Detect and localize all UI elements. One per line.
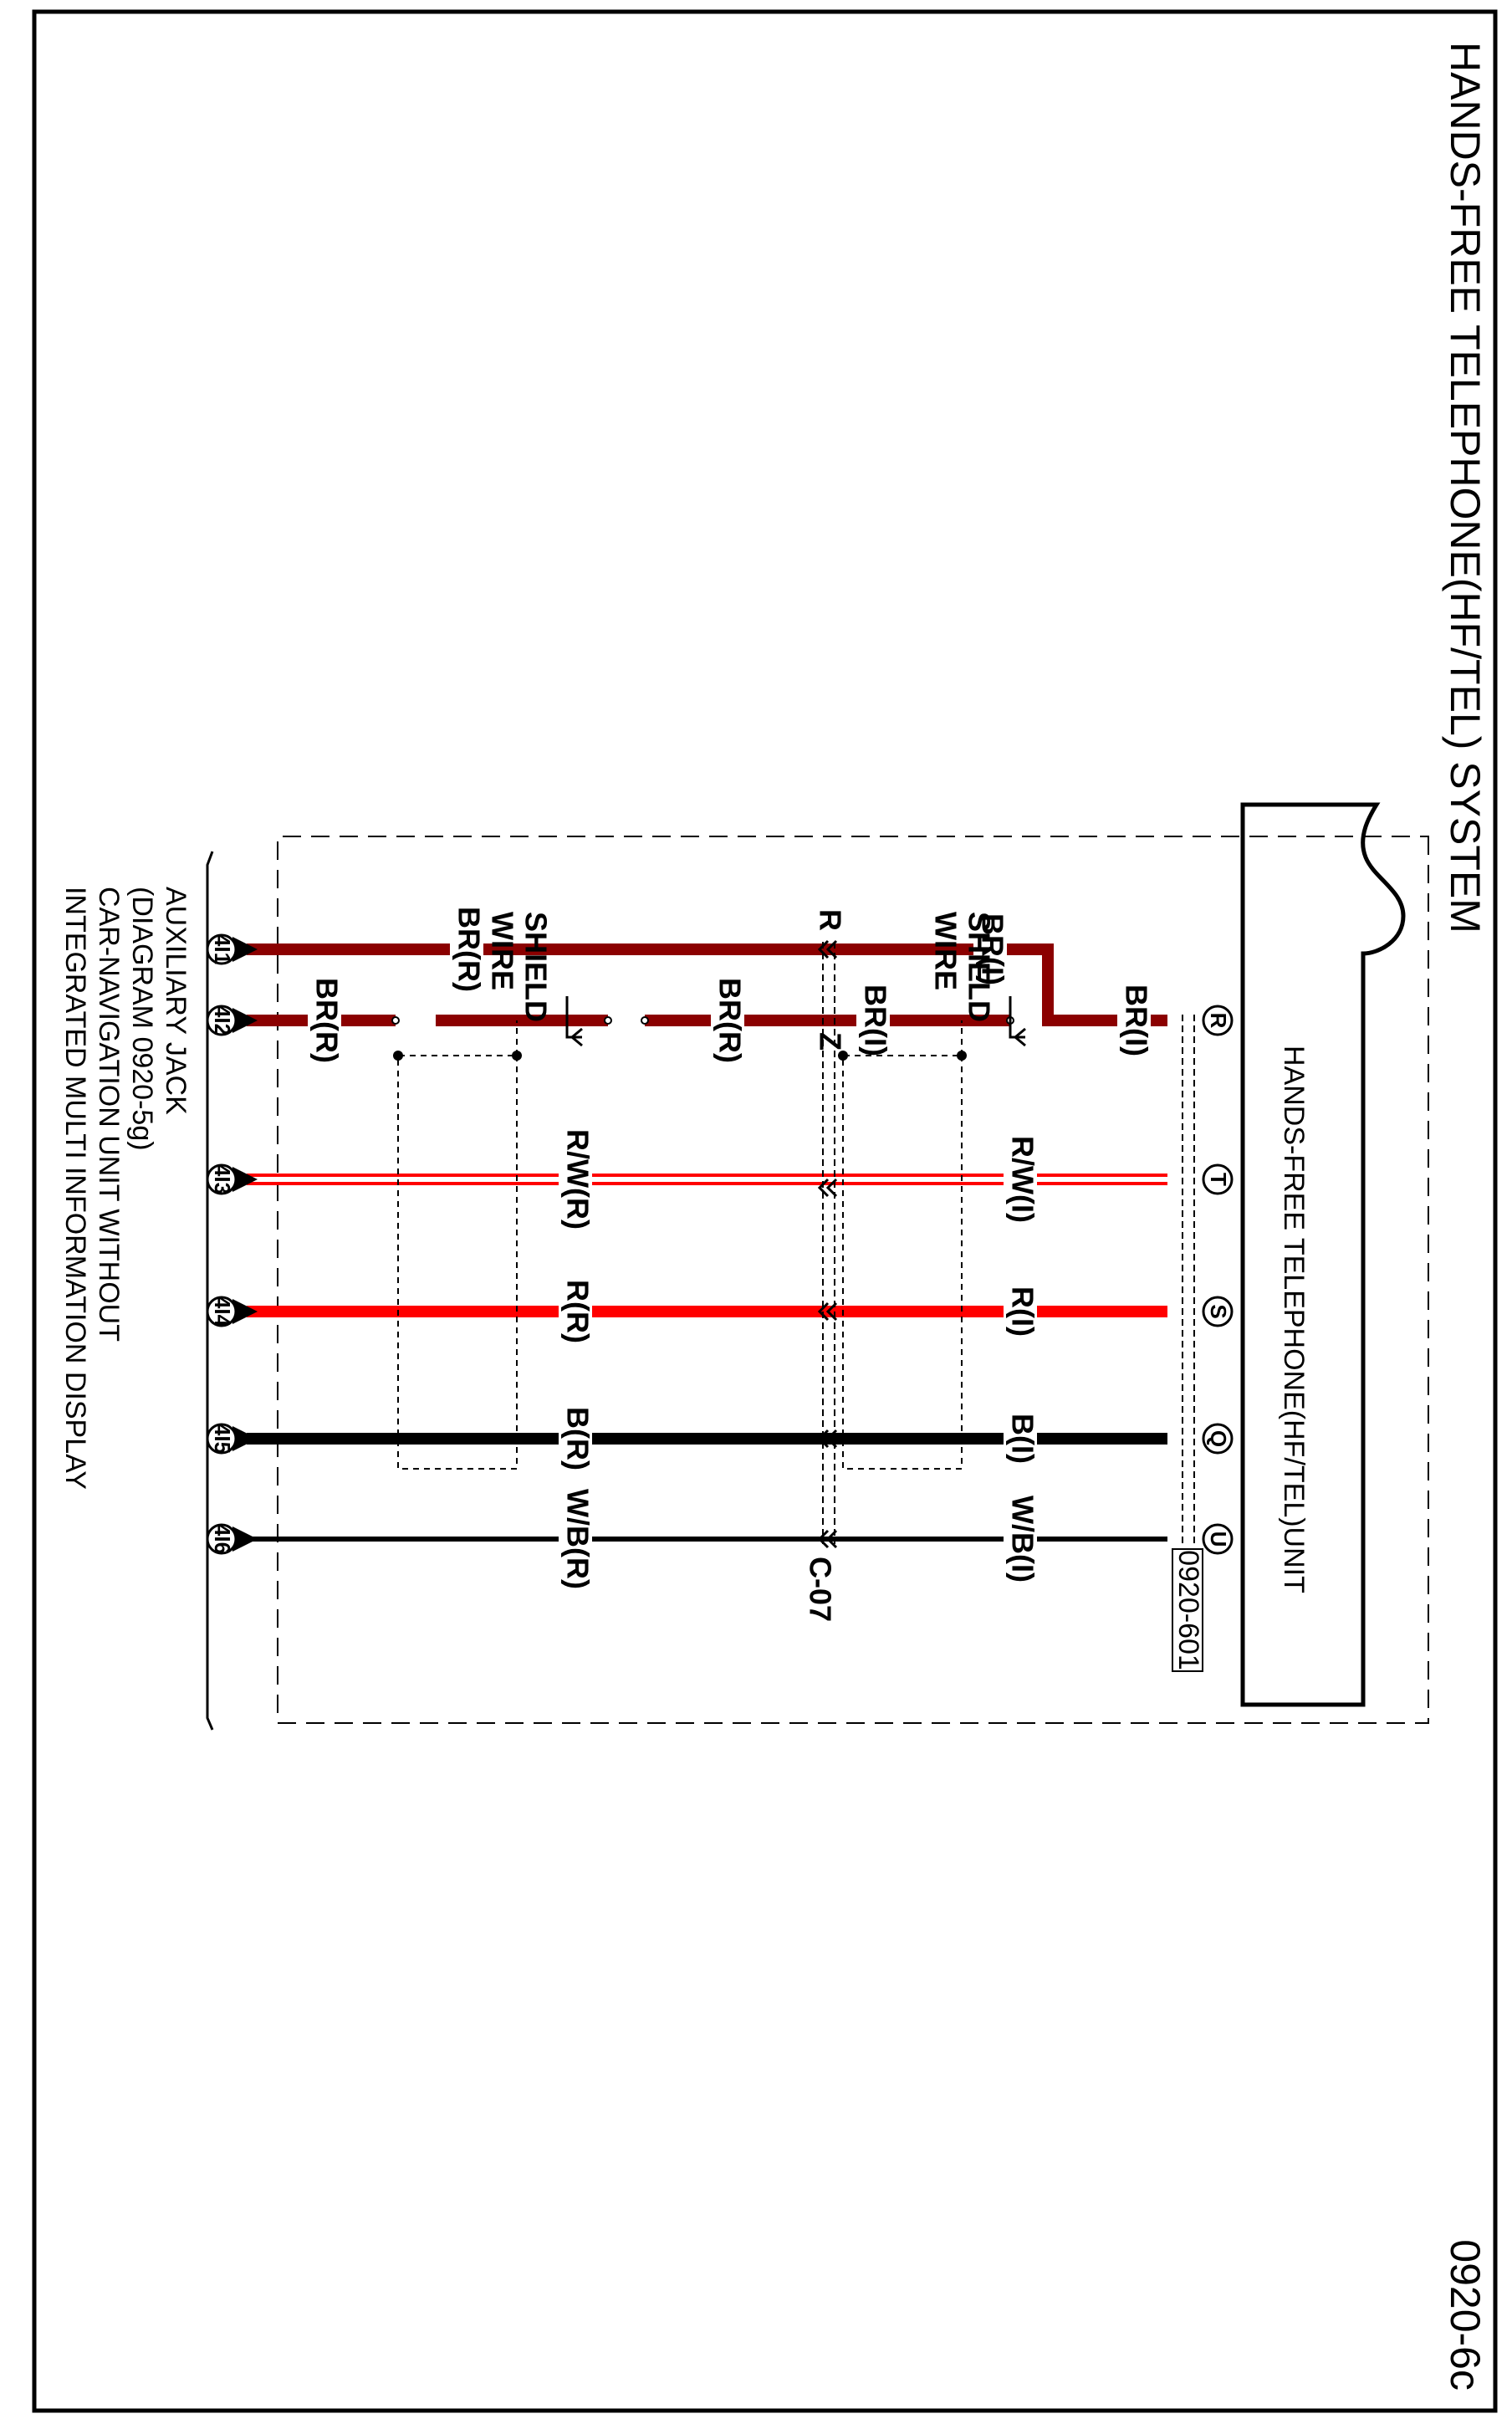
svg-text:4I6: 4I6 (210, 1524, 235, 1554)
svg-text:4I5: 4I5 (210, 1424, 235, 1454)
wire-2-unit-label: BR(R) (309, 978, 344, 1063)
shield-label-jack-line1: SHIELD (962, 912, 996, 1022)
junction-connector-id: C-07 (803, 1557, 837, 1622)
svg-text:T: T (1206, 1173, 1231, 1186)
shield-box-jack-side (842, 1055, 963, 1470)
shield-arrow-jack-side (1009, 996, 1026, 1047)
junction-z-label: Z (813, 1032, 847, 1051)
shield-node (838, 1051, 848, 1061)
unit-pin-r: R (1202, 1005, 1234, 1036)
aux-jack-diagram-ref: (DIAGRAM 0920-5g) (126, 887, 158, 1151)
aux-pin-4i2: 4I2 (206, 1005, 258, 1036)
shield-label-jack-line2: WIRE (928, 912, 963, 990)
wire-2-mid-unit-label: BR(R) (713, 978, 747, 1063)
unit-connector-box (1172, 1548, 1203, 1672)
car-nav-dashed-boundary (277, 836, 1429, 1724)
hf-tel-unit-box (1240, 802, 1406, 1707)
wire-1-br (247, 943, 1167, 1026)
wire-2-jack-label: BR(I) (1119, 984, 1153, 1056)
hf-tel-unit-name: HANDS-FREE TELEPHONE(HF/TEL)UNIT (1278, 1046, 1310, 1593)
wire-2-mid-jack-label: BR(I) (858, 984, 892, 1056)
wire-6-unit-label: W/B(R) (560, 1489, 595, 1589)
page-title: HANDS-FREE TELEPHONE(HF/TEL) SYSTEM (1442, 42, 1489, 933)
car-nav-label-line1: CAR-NAVIGATION UNIT WITHOUT (93, 887, 125, 1342)
unit-pin-q: Q (1202, 1423, 1234, 1455)
page-frame (32, 9, 1498, 2413)
wire-labels: BR(R) BR(I) BR(R) BR(R) BR(I) BR(I) R/W(… (308, 907, 1153, 1589)
shield-box-unit-side (397, 1055, 518, 1470)
wire-1-jack-label: BR(I) (975, 913, 1009, 985)
wire-3-unit-label: R/W(R) (560, 1129, 595, 1230)
aux-pin-4i4: 4I4 (206, 1296, 258, 1327)
wire-5-jack-label: B(I) (1005, 1414, 1040, 1464)
aux-jack-bracket (206, 851, 214, 1731)
shield-label-unit-line1: SHIELD (518, 912, 553, 1022)
wire-1-unit-label: BR(R) (452, 907, 486, 992)
wire-2-end (391, 1016, 400, 1025)
svg-text:U: U (1206, 1532, 1231, 1547)
junction-chevrons (817, 939, 838, 1549)
aux-pin-4i6: 4I6 (206, 1523, 258, 1555)
unit-pin-u: U (1202, 1523, 1234, 1555)
wire-2-end (604, 1016, 612, 1025)
svg-text:4I1: 4I1 (210, 934, 235, 964)
unit-pin-s: S (1202, 1296, 1234, 1327)
aux-jack-label: AUXILIARY JACK (160, 887, 192, 1115)
aux-pin-4i1: 4I1 (206, 933, 258, 965)
wire-4-jack-label: R(I) (1005, 1286, 1040, 1337)
junction-r-label: R (813, 909, 847, 931)
shield-label-unit-line2: WIRE (485, 912, 519, 990)
wire-3-jack-label: R/W(I) (1005, 1136, 1040, 1223)
wire-6-jack-label: W/B(I) (1005, 1496, 1040, 1583)
page-number: 0920-6c (1442, 2239, 1489, 2391)
svg-text:4I4: 4I4 (210, 1296, 235, 1327)
unit-pin-t: T (1202, 1163, 1234, 1195)
car-nav-label-line2: INTEGRATED MULTI INFORMATION DISPLAY (59, 887, 91, 1490)
svg-text:4I2: 4I2 (210, 1005, 235, 1036)
aux-pin-4i5: 4I5 (206, 1423, 258, 1455)
aux-pin-4i3: 4I3 (206, 1163, 258, 1195)
svg-text:4I3: 4I3 (210, 1164, 235, 1194)
wire-2-end (641, 1016, 649, 1025)
wire-4-unit-label: R(R) (560, 1280, 595, 1343)
shield-node (393, 1051, 403, 1061)
wire-5-unit-label: B(R) (560, 1407, 595, 1470)
svg-text:R: R (1206, 1013, 1231, 1029)
shield-arrow-unit-side (565, 996, 583, 1047)
svg-text:Q: Q (1206, 1430, 1231, 1447)
unit-connector-id: 0920-601 (1172, 1550, 1204, 1670)
svg-text:S: S (1206, 1304, 1231, 1318)
